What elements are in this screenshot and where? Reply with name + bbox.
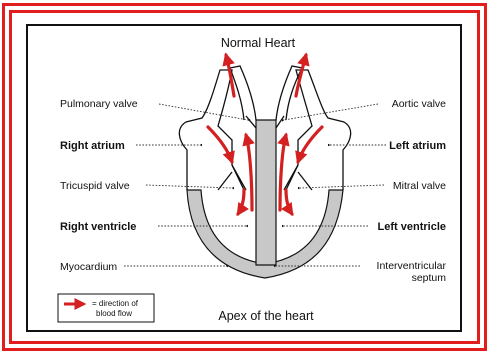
label-right-atrium: Right atrium [60,140,125,152]
flow-arrow-ra-in [208,127,232,162]
label-tricuspid-valve: Tricuspid valve [60,180,130,192]
label-mitral-valve: Mitral valve [393,180,446,192]
diagram-title: Normal Heart [221,36,296,50]
legend: = direction of blood flow [58,294,154,322]
flow-arrow-rv-down [238,190,244,214]
flow-arrow-la-in [298,127,322,162]
apex-caption: Apex of the heart [218,309,314,323]
legend-text-1: = direction of [92,299,139,308]
flow-arrow-rv-up [246,135,252,210]
legend-text-2: blood flow [96,309,132,318]
label-interventricular-septum-2: septum [412,272,447,284]
aortic-valve-flap [276,116,284,128]
label-right-ventricle: Right ventricle [60,221,136,233]
interventricular-septum [256,120,276,265]
label-left-ventricle: Left ventricle [378,221,446,233]
label-myocardium: Myocardium [60,261,117,273]
label-left-atrium: Left atrium [389,140,446,152]
label-interventricular-septum-1: Interventricular [377,260,447,272]
flow-arrow-lv-down [286,190,292,214]
leader-lines [124,104,386,266]
label-aortic-valve: Aortic valve [392,98,446,110]
label-pulmonary-valve: Pulmonary valve [60,98,138,110]
pulmonary-valve-flap [246,116,256,128]
